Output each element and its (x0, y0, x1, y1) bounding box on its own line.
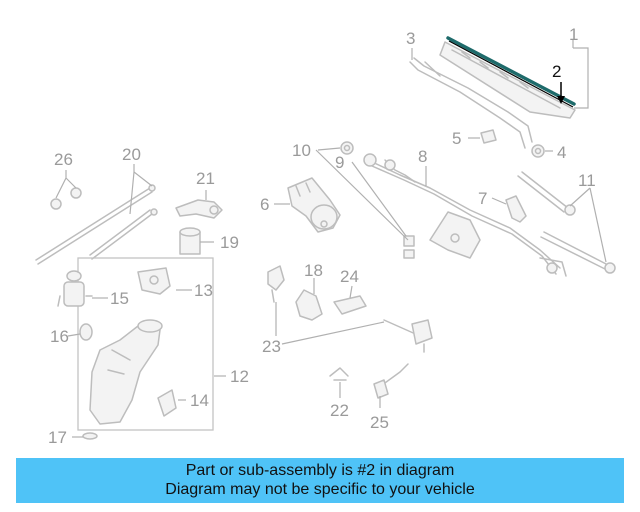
callout-17[interactable]: 17 (48, 428, 67, 447)
arm-cap (480, 129, 497, 144)
callout-20[interactable]: 20 (122, 145, 141, 164)
pump-grommet (79, 323, 93, 341)
reservoir-seal (82, 432, 98, 440)
parts-diagram: 1 2 3 4 5 6 7 8 9 10 11 12 13 14 15 16 1… (35, 25, 616, 447)
wiper-blade-insert-edge (448, 40, 574, 108)
grommets (340, 141, 415, 259)
reservoir-pad (157, 389, 177, 417)
callout-3[interactable]: 3 (406, 29, 415, 48)
level-sensor (373, 363, 409, 399)
callout-1[interactable]: 1 (569, 25, 578, 44)
callout-14[interactable]: 14 (190, 391, 209, 410)
callout-21[interactable]: 21 (196, 169, 215, 188)
callout-8[interactable]: 8 (418, 147, 427, 166)
reservoir-cap (179, 227, 201, 255)
callout-7[interactable]: 7 (478, 189, 487, 208)
callout-24[interactable]: 24 (340, 267, 359, 286)
callout-26[interactable]: 26 (54, 150, 73, 169)
banner-line-part-number: Part or sub-assembly is #2 in diagram (185, 462, 455, 479)
callout-22[interactable]: 22 (330, 401, 349, 420)
callout-16[interactable]: 16 (50, 327, 69, 346)
callout-2-arrowhead (557, 96, 565, 104)
callout-6[interactable]: 6 (260, 195, 269, 214)
callout-19[interactable]: 19 (220, 233, 239, 252)
leader-lines (55, 40, 607, 438)
wiper-blade-insert-highlight[interactable] (446, 36, 576, 106)
callout-18[interactable]: 18 (304, 261, 323, 280)
callout-12[interactable]: 12 (230, 367, 249, 386)
wiper-blade-assembly (439, 41, 576, 119)
washer-pump (57, 270, 93, 307)
wiper-linkage (367, 159, 567, 277)
arm-nut (531, 144, 545, 158)
callout-10[interactable]: 10 (292, 141, 311, 160)
callout-23[interactable]: 23 (262, 337, 281, 356)
wiper-arm (409, 57, 533, 149)
info-banner: Part or sub-assembly is #2 in diagram Di… (16, 458, 624, 503)
cowl-cap (333, 295, 367, 315)
callout-9[interactable]: 9 (335, 153, 344, 172)
callout-4[interactable]: 4 (557, 143, 566, 162)
washer-hose (175, 199, 223, 219)
callout-5[interactable]: 5 (452, 129, 461, 148)
hood-struts (35, 184, 158, 265)
washer-reservoir (89, 319, 163, 425)
nozzle-bracket (295, 289, 323, 321)
drive-link (505, 195, 527, 223)
callout-15[interactable]: 15 (110, 289, 129, 308)
hose-clip (329, 367, 349, 381)
banner-line-disclaimer: Diagram may not be specific to your vehi… (165, 481, 475, 498)
callout-25[interactable]: 25 (370, 413, 389, 432)
callout-2[interactable]: 2 (552, 62, 561, 81)
reservoir-group-box (77, 257, 214, 431)
strut-clips (50, 187, 82, 210)
callout-13[interactable]: 13 (194, 281, 213, 300)
washer-nozzles (267, 265, 433, 353)
connecting-rods (517, 171, 616, 274)
callout-11[interactable]: 11 (578, 171, 596, 190)
reservoir-bracket (137, 267, 171, 295)
wiper-motor (287, 177, 341, 233)
